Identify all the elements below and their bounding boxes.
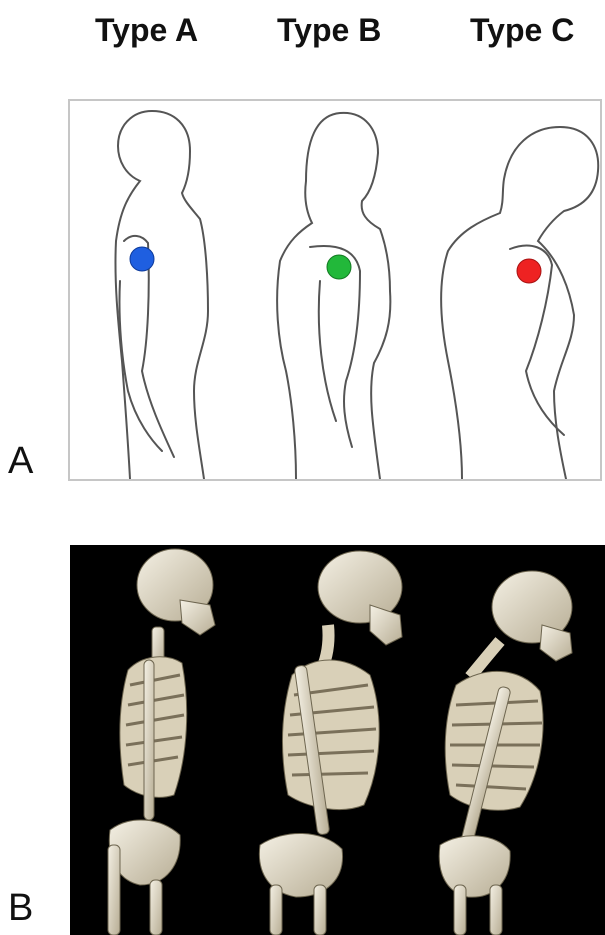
type-c-title: Type C	[470, 12, 574, 49]
panel-b-ct-images	[70, 545, 605, 935]
figure-type-a	[115, 111, 208, 479]
type-a-title: Type A	[95, 12, 198, 49]
figure-type-b	[277, 113, 390, 479]
skeleton-type-c	[439, 571, 572, 935]
skeleton-renderings	[70, 545, 605, 935]
marker-type-a	[130, 247, 154, 271]
marker-type-b	[327, 255, 351, 279]
panel-a-letter: A	[8, 440, 33, 483]
posture-drawings	[70, 101, 600, 479]
panel-a-drawings	[68, 99, 602, 481]
skeleton-type-b	[259, 551, 402, 935]
type-b-title: Type B	[277, 12, 381, 49]
marker-type-c	[517, 259, 541, 283]
skeleton-type-a	[108, 549, 215, 935]
figure-type-c	[441, 127, 598, 479]
panel-b-letter: B	[8, 887, 33, 930]
